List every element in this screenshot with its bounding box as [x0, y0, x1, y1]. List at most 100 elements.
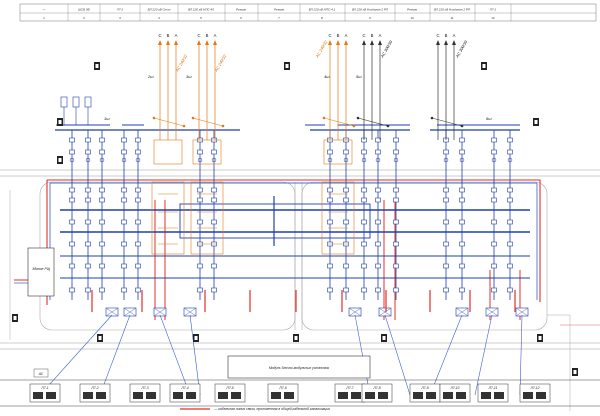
header-number-cell: 9 — [369, 16, 371, 20]
relay-cabinet — [183, 307, 197, 317]
relay-cabinet — [123, 307, 137, 317]
header-number-cell: 1 — [43, 16, 45, 20]
ground-terminal-icon — [481, 62, 487, 70]
bottom-cell: Л7-9 — [409, 383, 441, 403]
feeder-bay — [99, 130, 105, 300]
feeder-bay — [343, 130, 349, 300]
control-building-label: АС — [38, 372, 44, 376]
feeder-bay — [375, 130, 381, 300]
phase-label: C — [362, 33, 365, 38]
feeder-bay — [197, 130, 203, 300]
bus-label: 2ш — [147, 74, 154, 79]
control-cables — [39, 314, 523, 396]
feeder-bay — [459, 130, 465, 300]
feeder-bay — [393, 130, 399, 300]
control-building: АС — [33, 368, 49, 378]
header-number-cell: 4 — [158, 16, 160, 20]
bottom-cell-label: Л7-2 — [90, 386, 98, 390]
bottom-cell-label: Л7-6 — [278, 386, 286, 390]
building-rsch-label: Здание РЩ — [32, 267, 51, 271]
bottom-cell: Л7-11 — [477, 383, 509, 403]
line-cable-label: AC 300/39 — [379, 39, 394, 59]
phase-label: A — [453, 33, 456, 38]
bottom-cell: Л7-2 — [79, 383, 111, 403]
header-number-cell: 11 — [450, 16, 453, 20]
phase-label: B — [167, 33, 170, 38]
cable-route-red — [14, 179, 541, 320]
bottom-cell: Л7-8 — [361, 383, 393, 403]
bottom-cell-label: Л7-9 — [420, 386, 428, 390]
relay-cabinet — [105, 307, 119, 317]
phase-label: C — [328, 33, 331, 38]
feeder-bay — [327, 130, 333, 300]
bus-label: 4ш — [324, 74, 330, 79]
bottom-cell-label: Л7-7 — [345, 386, 353, 390]
relay-cabinet — [485, 307, 499, 317]
bottom-cell: Л7-6 — [267, 383, 299, 403]
relay-building-label: Модуль блочно-модульных установок — [269, 366, 330, 370]
bottom-cell: Л7-10 — [439, 383, 471, 403]
phase-label: A — [345, 33, 348, 38]
ground-terminal-icon — [293, 334, 299, 342]
bottom-cell-label: Л7-12 — [529, 386, 539, 390]
bottom-cell: Л7-1 — [29, 383, 61, 403]
header-title-cell: Л7-1 — [489, 8, 497, 12]
bottom-cell-label: Л7-1 — [40, 386, 48, 390]
building-rsch: Здание РЩ — [27, 247, 55, 297]
header-number-cell: 10 — [410, 16, 414, 20]
feeder-bay — [443, 130, 449, 300]
legend: — кабельная линия связи, проложенная в о… — [180, 407, 330, 411]
bottom-cell: Л7-12 — [519, 383, 551, 403]
phase-label: A — [214, 33, 217, 38]
bottom-cell-label: Л7-3 — [140, 386, 148, 390]
phase-label: B — [445, 33, 448, 38]
phase-label: B — [337, 33, 340, 38]
ground-terminal-icon — [94, 62, 100, 70]
header-title-cell: ВЛ 220 кВ НПС-45 — [188, 8, 214, 12]
header-title-cell: Л7-2 — [116, 8, 124, 12]
ground-terminal-icon — [572, 368, 578, 376]
header-number-cell: 2 — [83, 16, 85, 20]
ground-terminal-icon — [284, 62, 290, 70]
line-cable-label: AC 240/32 — [314, 39, 329, 59]
header-number-cell: 8 — [321, 16, 323, 20]
relay-cabinet — [348, 307, 362, 317]
ground-terminal-icon — [97, 334, 103, 342]
header-number-cell: 3 — [119, 16, 121, 20]
feeder-bay — [507, 130, 513, 300]
phase-label: C — [436, 33, 439, 38]
ground-terminal-icon — [537, 334, 543, 342]
header-title-cell: Резерв — [407, 8, 417, 12]
ground-terminal-icon — [193, 334, 199, 342]
feeder-bay — [361, 130, 367, 300]
bottom-cell-label: Л7-11 — [488, 386, 498, 390]
relay-building: Модуль блочно-модульных установок — [227, 355, 371, 379]
header-title-cell: ШСВ 3Ф — [78, 8, 90, 12]
header-number-cell: 7 — [278, 16, 280, 20]
feeder-bay — [121, 130, 127, 300]
header-title-cell: Резерв — [274, 8, 284, 12]
relay-cabinet — [515, 307, 529, 317]
phase-label: A — [175, 33, 178, 38]
bottom-cell-label: Л7-5 — [225, 386, 233, 390]
relay-cabinet — [378, 307, 392, 317]
bus-label: 1ш — [104, 116, 110, 121]
bottom-cell-label: Л7-4 — [180, 386, 188, 390]
feeder-bay — [69, 130, 75, 300]
header-title-cell: ВЛ 220 кВ НПС-4.1 — [309, 8, 336, 12]
header-number-cell: 5 — [200, 16, 202, 20]
header-title-cell: ВЛ 220 кВ Ногдалан 2 РП — [352, 8, 389, 12]
feeder-bay — [491, 130, 497, 300]
ground-terminal-icon — [57, 118, 63, 126]
bottom-cell: Л7-4 — [169, 383, 201, 403]
bottom-cell: Л7-7 — [334, 383, 366, 403]
phase-label: A — [379, 33, 382, 38]
phase-label: B — [371, 33, 374, 38]
